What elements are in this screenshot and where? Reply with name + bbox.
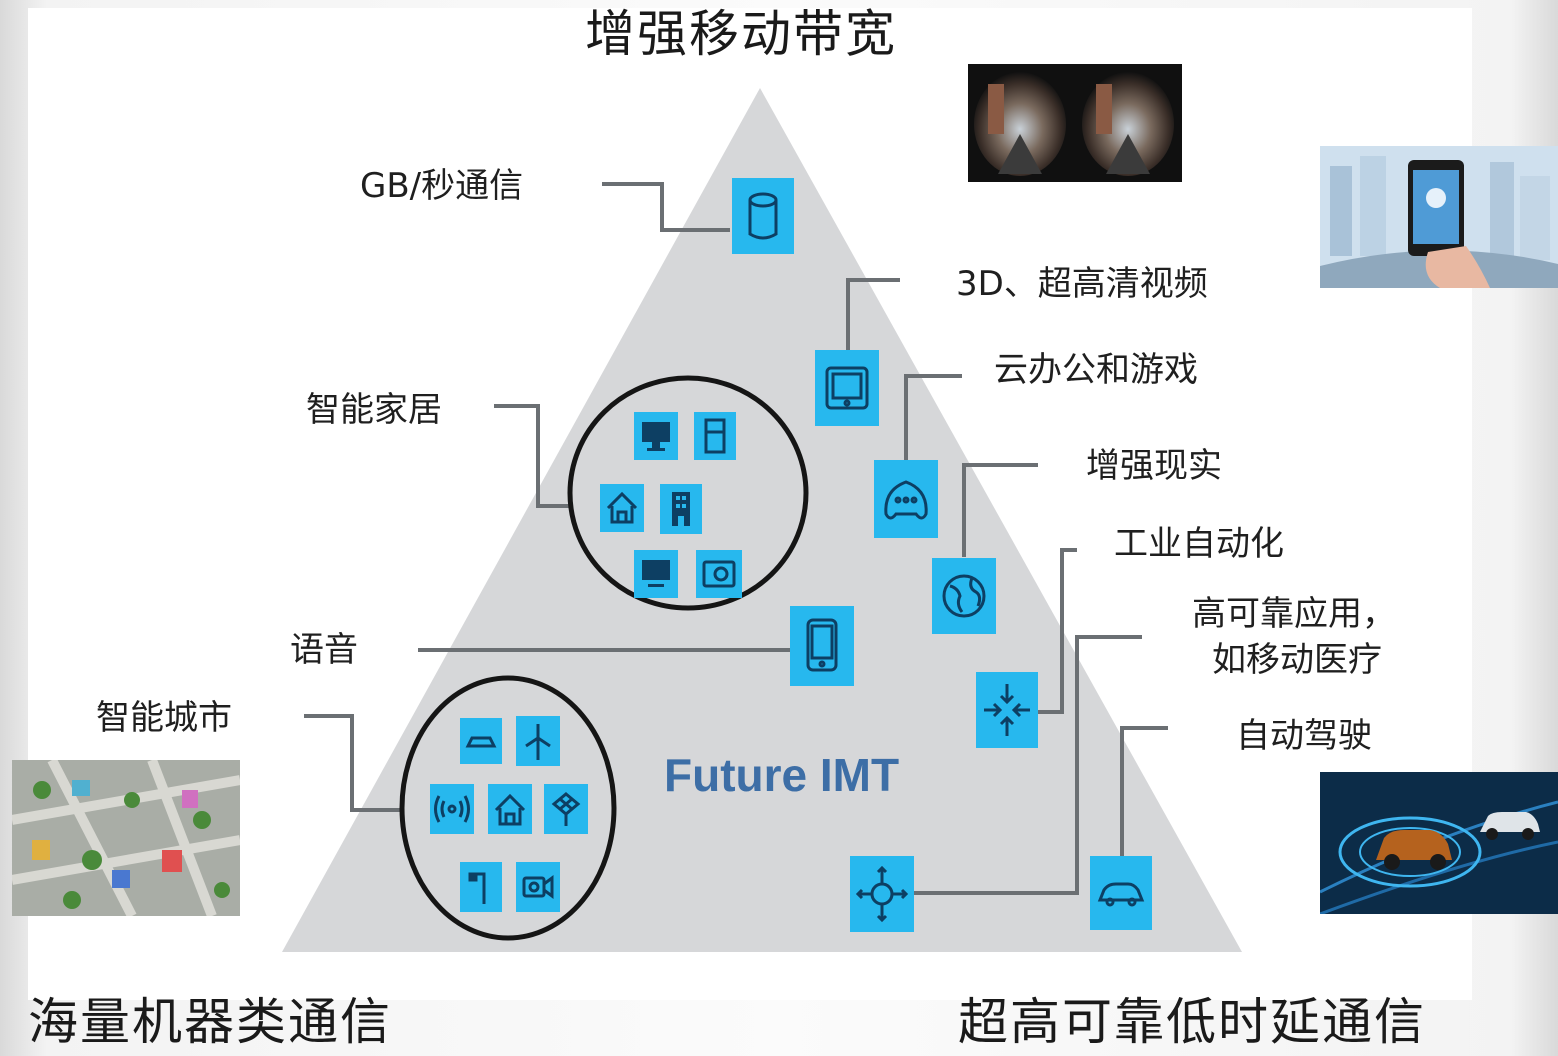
television-icon <box>634 550 678 598</box>
corner-mmtc: 海量机器类通信 <box>28 993 392 1051</box>
autonomous-driving-image <box>1320 772 1558 914</box>
smart-home-circle <box>567 375 809 611</box>
network-node-icon <box>850 856 914 932</box>
label-voice: 语音 <box>290 630 358 670</box>
label-reliable-line1: 高可靠应用， <box>1192 594 1396 634</box>
smart-city-circle <box>399 675 617 941</box>
convergence-icon <box>976 672 1038 748</box>
solar-panel-icon <box>544 784 588 834</box>
database-icon <box>732 178 794 254</box>
center-label: Future IMT <box>664 749 900 801</box>
connector-reliable <box>912 635 1142 895</box>
smart-city-map-image <box>12 760 240 916</box>
label-gbps: GB/秒通信 <box>360 166 524 206</box>
safe-icon <box>696 550 742 598</box>
tablet-icon <box>815 350 879 426</box>
monitor-icon <box>634 412 678 460</box>
camera-icon <box>516 862 560 912</box>
corner-embb: 增强移动带宽 <box>585 5 897 63</box>
building-icon <box>660 484 702 534</box>
smartphone-icon <box>790 606 854 686</box>
wind-turbine-icon <box>516 716 560 766</box>
connector-gbps <box>602 182 730 232</box>
label-smart-home: 智能家居 <box>306 390 442 430</box>
label-smart-city: 智能城市 <box>96 698 232 738</box>
label-ar: 增强现实 <box>1086 446 1222 486</box>
label-reliable-line2: 如移动医疗 <box>1212 640 1382 680</box>
connector-uhd-video <box>846 278 900 350</box>
car-icon <box>1090 856 1152 930</box>
connector-smart-home <box>494 404 572 508</box>
gamepad-icon <box>874 460 938 538</box>
vehicle-icon <box>460 718 502 764</box>
street-light-icon <box>460 862 502 912</box>
connector-smart-city <box>304 714 400 812</box>
corner-urllc: 超高可靠低时延通信 <box>958 993 1426 1051</box>
smartphone-city-image <box>1320 146 1558 288</box>
connector-cloud <box>904 374 962 460</box>
globe-icon <box>932 558 996 634</box>
connector-industry <box>1036 548 1077 714</box>
label-driving: 自动驾驶 <box>1236 716 1372 756</box>
label-industry: 工业自动化 <box>1114 524 1284 564</box>
home-icon <box>600 484 644 532</box>
wireless-signal-icon <box>430 784 474 834</box>
connector-ar <box>962 463 1038 557</box>
connector-driving <box>1120 726 1168 856</box>
label-uhd-video: 3D、超高清视频 <box>956 264 1208 304</box>
refrigerator-icon <box>694 412 736 460</box>
label-cloud: 云办公和游戏 <box>994 350 1198 390</box>
vr-headset-image <box>968 64 1182 182</box>
house-icon <box>488 784 532 834</box>
